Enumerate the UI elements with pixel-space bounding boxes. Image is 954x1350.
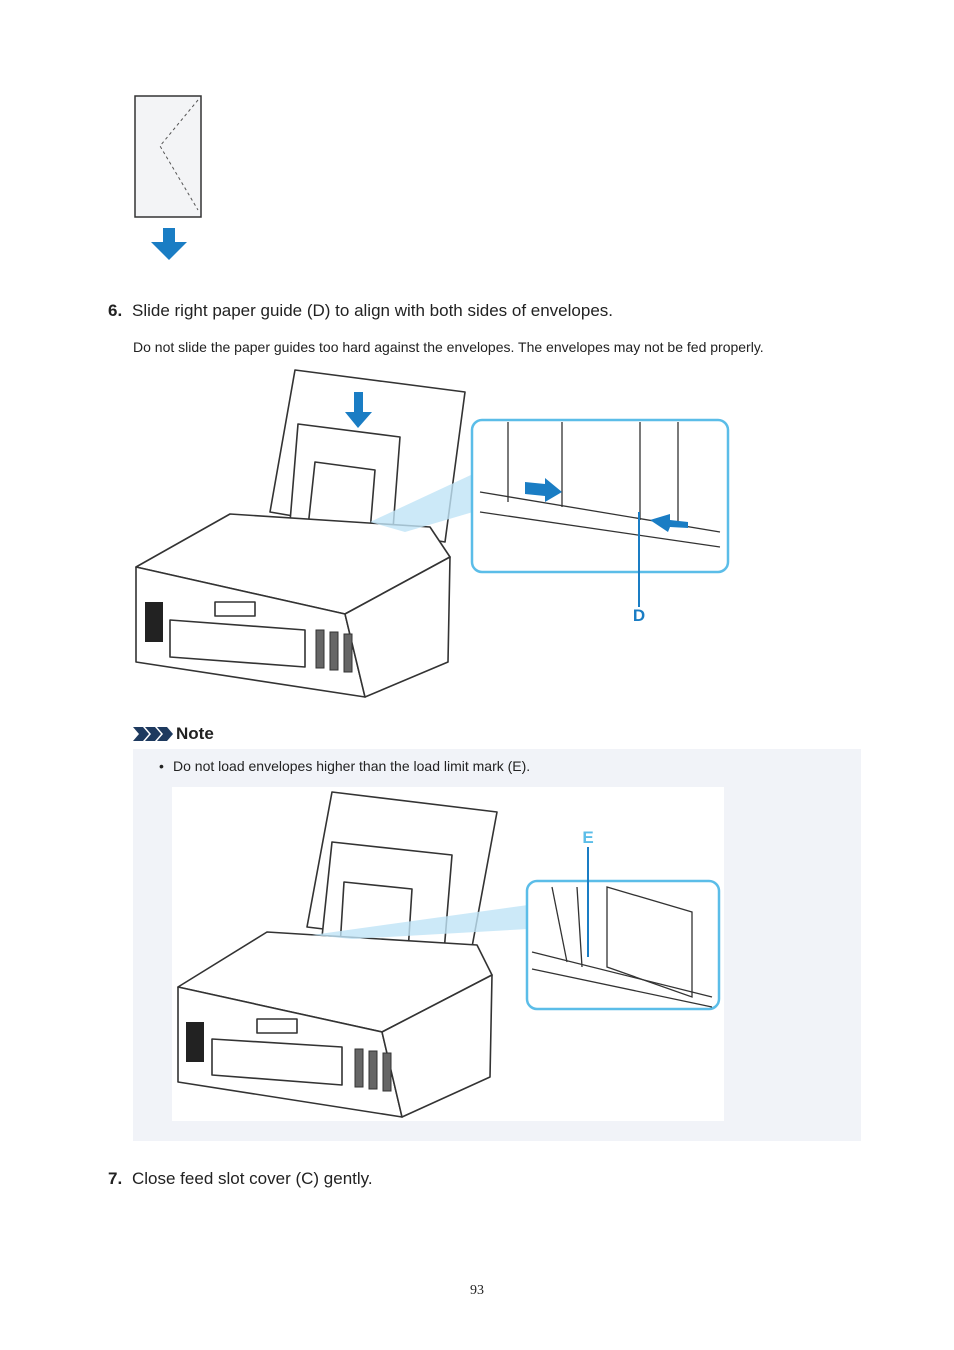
step-6-detail: Do not slide the paper guides too hard a… [133,339,764,355]
step-number: 7. [108,1169,123,1188]
step-text: Close feed slot cover (C) gently. [132,1169,373,1188]
step-text: Slide right paper guide (D) to align wit… [132,301,614,320]
printer-guide-illustration: D [135,369,730,698]
envelope-illustration [134,95,202,260]
page-number: 93 [470,1283,484,1298]
note-bullet-text: Do not load envelopes higher than the lo… [173,758,531,774]
guide-label: D [633,606,645,625]
right-arrow-icon [525,478,562,502]
bullet-dot: • [159,758,164,774]
note-title: Note [176,724,214,743]
note-chevrons-icon [133,727,173,741]
step-number: 6. [108,301,123,320]
printer-limit-illustration: E [172,787,724,1121]
down-arrow-icon [151,228,187,260]
down-arrow-icon [345,392,372,428]
step-6: 6. Slide right paper guide (D) to align w… [108,301,613,321]
limit-mark-label: E [582,828,593,847]
note-bullet: • Do not load envelopes higher than the l… [159,758,530,774]
left-arrow-icon [650,514,688,532]
step-7: 7. Close feed slot cover (C) gently. [108,1169,373,1189]
